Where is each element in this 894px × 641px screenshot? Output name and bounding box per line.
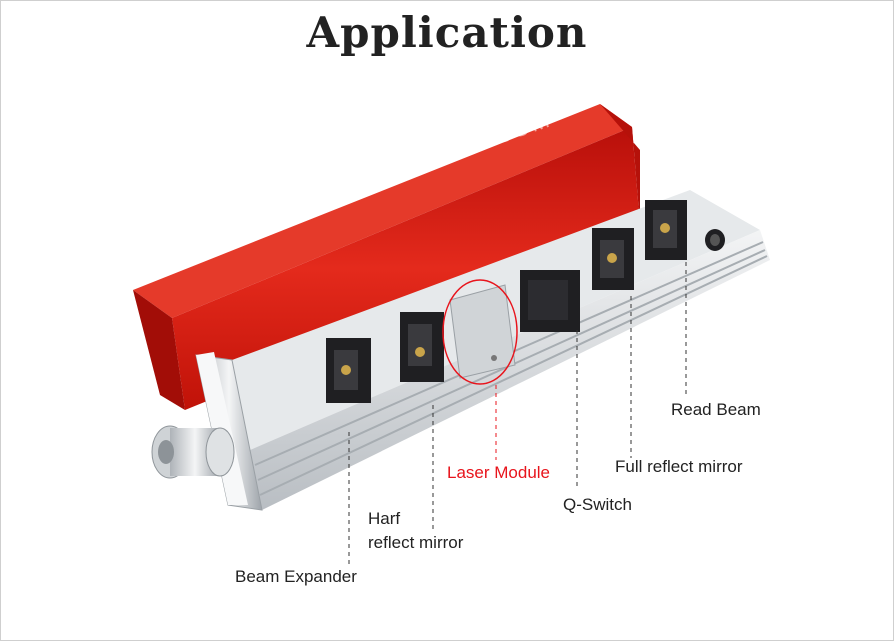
label-harf-line2: reflect mirror — [368, 533, 464, 552]
label-full-reflect-mirror: Full reflect mirror — [615, 457, 743, 476]
full-reflect-mirror-mount — [592, 228, 634, 290]
beam-expander-mount — [326, 338, 371, 403]
read-beam-mount — [645, 200, 725, 260]
beam-expander-tube — [151, 425, 235, 479]
label-q-switch: Q-Switch — [563, 495, 632, 514]
label-beam-expander: Beam Expander — [235, 567, 357, 586]
label-laser-module: Laser Module — [447, 463, 551, 482]
laser-module-plate — [449, 284, 516, 379]
leader-lines — [348, 262, 687, 567]
half-reflect-mirror-mount — [400, 312, 444, 382]
laser-module-highlight-circle — [442, 279, 518, 385]
label-harf-line1: Harf — [368, 509, 401, 528]
page-title: Application — [306, 8, 588, 57]
label-read-beam: Read Beam — [671, 400, 761, 419]
q-switch-mount — [520, 270, 580, 332]
